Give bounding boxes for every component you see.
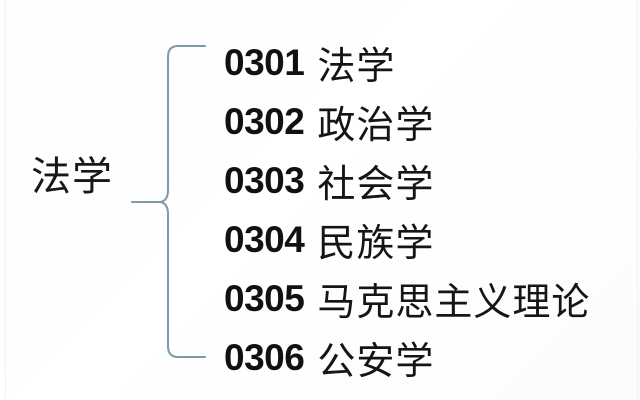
list-item[interactable]: 0304 民族学 [224,210,636,269]
major-code: 0306 [224,336,305,378]
major-name: 法学 [317,46,396,88]
page-edge-line-left [5,0,6,400]
grouping-brace-icon [131,45,206,358]
category-label: 法学 [31,154,113,199]
page-edge-line-right [637,0,638,400]
list-item[interactable]: 0306 公安学 [224,328,636,387]
list-item[interactable]: 0305 马克思主义理论 [224,269,636,328]
major-code: 0303 [224,159,305,201]
major-name: 政治学 [317,105,435,147]
major-code: 0304 [224,218,305,260]
major-code: 0301 [224,41,305,83]
major-name: 公安学 [317,341,435,383]
major-code: 0305 [224,277,305,319]
list-item[interactable]: 0302 政治学 [224,92,636,151]
major-name: 社会学 [317,164,435,206]
major-name: 马克思主义理论 [317,282,591,324]
major-code: 0302 [224,100,305,142]
list-item[interactable]: 0303 社会学 [224,151,636,210]
list-item[interactable]: 0301 法学 [224,33,636,92]
major-list: 0301 法学 0302 政治学 0303 社会学 0304 民族学 0305 … [224,33,636,387]
major-name: 民族学 [317,223,435,265]
